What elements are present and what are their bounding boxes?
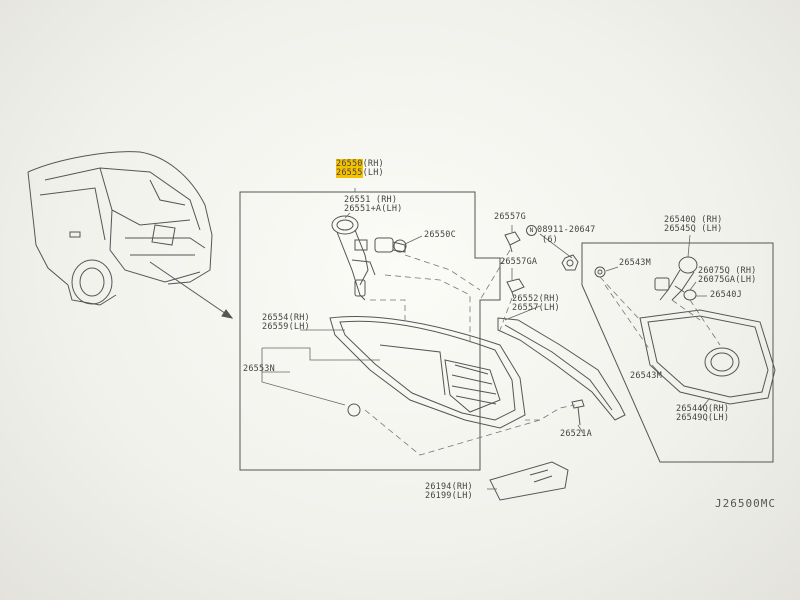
part-label-26554: 26554(RH) 26559(LH) [262,313,310,332]
inner-assembly-box [581,242,774,463]
reflector-26194 [489,461,569,501]
part-label-26543m-top: 26543M [619,258,651,268]
part-label-26553n: 26553N [243,364,275,374]
socket-26540q [654,256,698,301]
part-label-26557g: 26557G [494,212,526,222]
part-label-26075q: 26075Q (RH) 26075GA(LH) [698,266,757,285]
part-label-26552: 26552(RH) 26557(LH) [512,294,560,313]
drawing-code: J26500MC [715,497,776,510]
part-label-26551: 26551 (RH) 26551+A(LH) [344,195,403,214]
part-label-26544q: 26544Q(RH) 26549Q(LH) [676,404,730,423]
part-label-26543m-bottom: 26543M [630,371,662,381]
part-label-26521a: 26521A [560,429,592,439]
main-assembly-box [239,191,501,471]
nut-26543m [594,266,606,278]
part-label-26540j: 26540J [710,290,742,300]
arrow-head [221,309,234,319]
part-label-26557ga: 26557GA [500,257,538,267]
part-label-26194: 26194(RH) 26199(LH) [425,482,473,501]
part-label-26540q: 26540Q (RH) 26545Q (LH) [664,215,723,234]
screw-26521a [571,399,585,426]
part-label-26550: 26550(RH) 26555(LH) [336,159,384,178]
bulb-socket-26551 [331,215,407,301]
vehicle-rear-illustration [27,151,213,306]
tail-lamp-lens [329,316,526,429]
garnish-strip-26552 [497,317,626,421]
grommet-26553n [347,403,361,417]
part-label-26550c: 26550C [424,230,456,240]
clips [504,231,525,299]
inner-lamp-26544q [639,309,776,405]
callout-arrow [149,261,233,319]
nut-08911 [561,254,579,271]
